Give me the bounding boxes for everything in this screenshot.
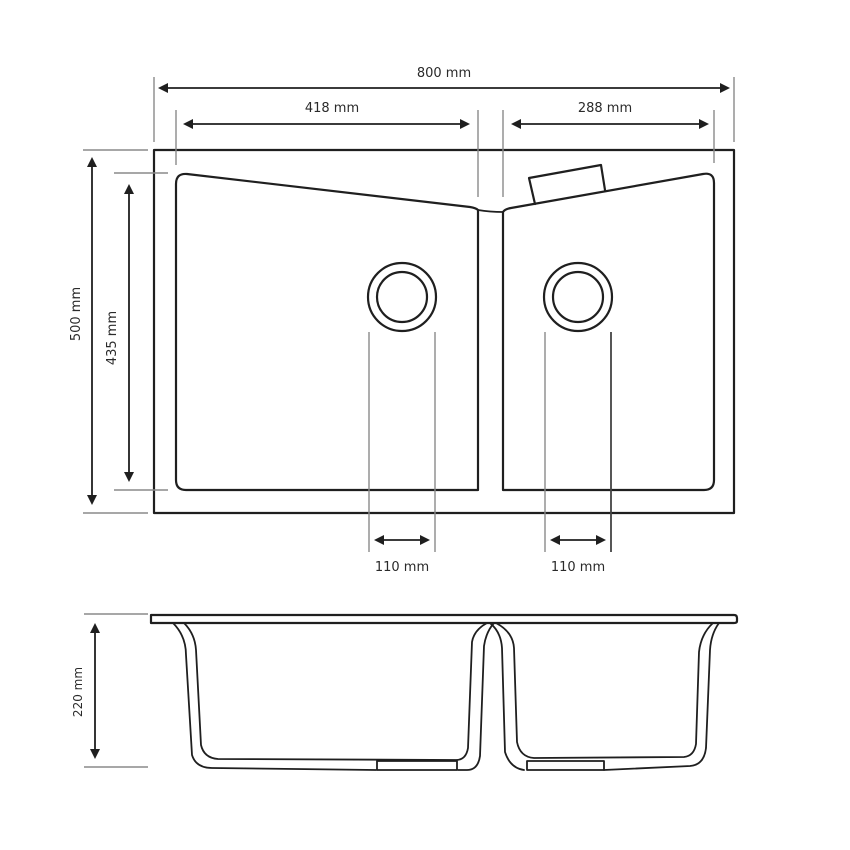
side-left-drain-flange (376, 760, 458, 771)
left-drain-outer (366, 261, 438, 333)
dimension-height: 220 mm (71, 613, 148, 768)
sink-outer-outline (152, 148, 736, 515)
right-drain-label: 110 mm (551, 560, 605, 575)
side-right-bowl-inner (495, 622, 714, 759)
side-right-bowl-outer (489, 622, 720, 771)
dimension-left-bowl-width: 418 mm (175, 101, 479, 197)
left-bowl-width-label: 418 mm (305, 101, 359, 116)
side-view (149, 613, 739, 771)
dimension-right-drain: 110 mm (544, 332, 612, 575)
side-left-bowl-outer (172, 622, 495, 771)
right-bowl-outline (501, 172, 716, 492)
right-bowl-width-label: 288 mm (578, 101, 632, 116)
side-rim (149, 613, 739, 625)
left-drain-inner (375, 270, 429, 324)
dimension-overall-width: 800 mm (153, 66, 735, 142)
side-right-drain-flange (526, 760, 605, 771)
bowl-depth-label: 435 mm (105, 311, 120, 365)
dimension-left-drain: 110 mm (368, 332, 436, 575)
left-drain-label: 110 mm (375, 560, 429, 575)
overall-width-label: 800 mm (417, 66, 471, 81)
dimension-right-bowl-width: 288 mm (502, 101, 715, 197)
right-drain-inner (551, 270, 605, 324)
divider-top (477, 209, 504, 213)
dimension-bowl-depth: 435 mm (105, 172, 168, 491)
top-view (152, 148, 736, 515)
height-label: 220 mm (71, 667, 85, 717)
overall-depth-label: 500 mm (69, 287, 84, 341)
overflow-slot (527, 163, 607, 206)
left-bowl-outline (174, 172, 480, 492)
dimension-overall-depth: 500 mm (69, 149, 148, 514)
right-drain-outer (542, 261, 614, 333)
side-left-bowl-inner (183, 622, 488, 761)
